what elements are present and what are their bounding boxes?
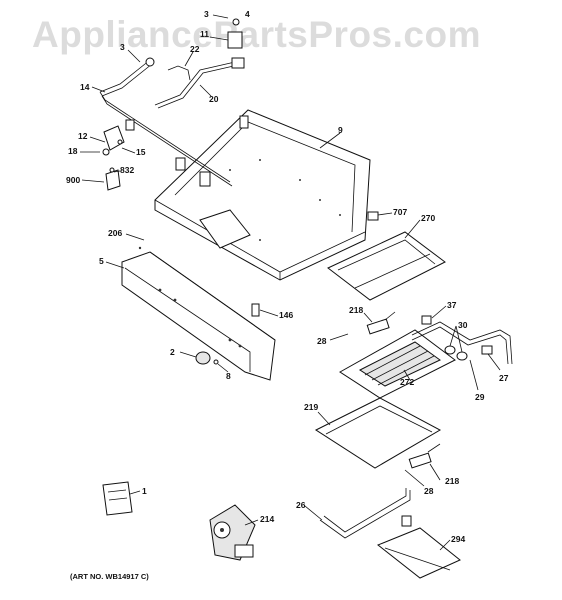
callout-29: 29 [475,392,485,402]
callout-206: 206 [108,228,122,238]
callout-294: 294 [451,534,465,544]
ignitor-upper-part [366,311,396,335]
callout-218b: 218 [445,476,459,486]
callout-28b: 28 [424,486,434,496]
callout-214: 214 [260,514,274,524]
callout-labels: 3 4 11 3 22 20 14 9 12 18 15 832 900 707… [66,9,509,544]
callout-832: 832 [120,165,134,175]
art-number: (ART NO. WB14917 C) [70,572,149,581]
bracket-294-part [377,527,461,579]
callout-900: 900 [66,175,80,185]
callout-2: 2 [170,347,175,357]
callout-218a: 218 [349,305,363,315]
callout-11: 11 [200,29,209,39]
regulator-part [209,504,256,561]
callout-3a: 3 [204,9,209,19]
knob-part [195,351,219,365]
burner-272-part [339,329,456,399]
bake-burner-part [319,488,412,539]
callout-4: 4 [245,9,250,19]
callout-20: 20 [209,94,219,104]
callout-18: 18 [68,146,78,156]
leader-lines [80,14,501,551]
callout-219: 219 [304,402,318,412]
callout-8: 8 [226,371,231,381]
callout-707: 707 [393,207,407,217]
manifold-tube-part [99,57,233,187]
manifold-panel-part [121,246,276,381]
callout-9: 9 [338,125,343,135]
burner-cover-part [314,397,442,469]
callout-30: 30 [458,320,468,330]
watermark: AppliancePartsPros.com [32,14,481,55]
callout-37: 37 [447,300,457,310]
ignitor-lower-part [408,443,441,469]
callout-15: 15 [136,147,146,157]
callout-5: 5 [99,256,104,266]
data-sheet-part [102,481,133,516]
callout-22: 22 [190,44,200,54]
gas-tubes-part [154,18,245,109]
clip-707-part [367,211,379,221]
bracket-parts [102,125,125,191]
baffle-part [327,231,446,301]
callout-27: 27 [499,373,509,383]
callout-12: 12 [78,131,88,141]
callout-272: 272 [400,377,414,387]
callout-146: 146 [279,310,293,320]
callout-14: 14 [80,82,90,92]
oven-tube-part [411,315,513,365]
clip-part [251,303,260,317]
burner-box-part [154,109,371,281]
callout-26: 26 [296,500,306,510]
callout-3b: 3 [120,42,125,52]
callout-270: 270 [421,213,435,223]
callout-1: 1 [142,486,147,496]
callout-28a: 28 [317,336,327,346]
